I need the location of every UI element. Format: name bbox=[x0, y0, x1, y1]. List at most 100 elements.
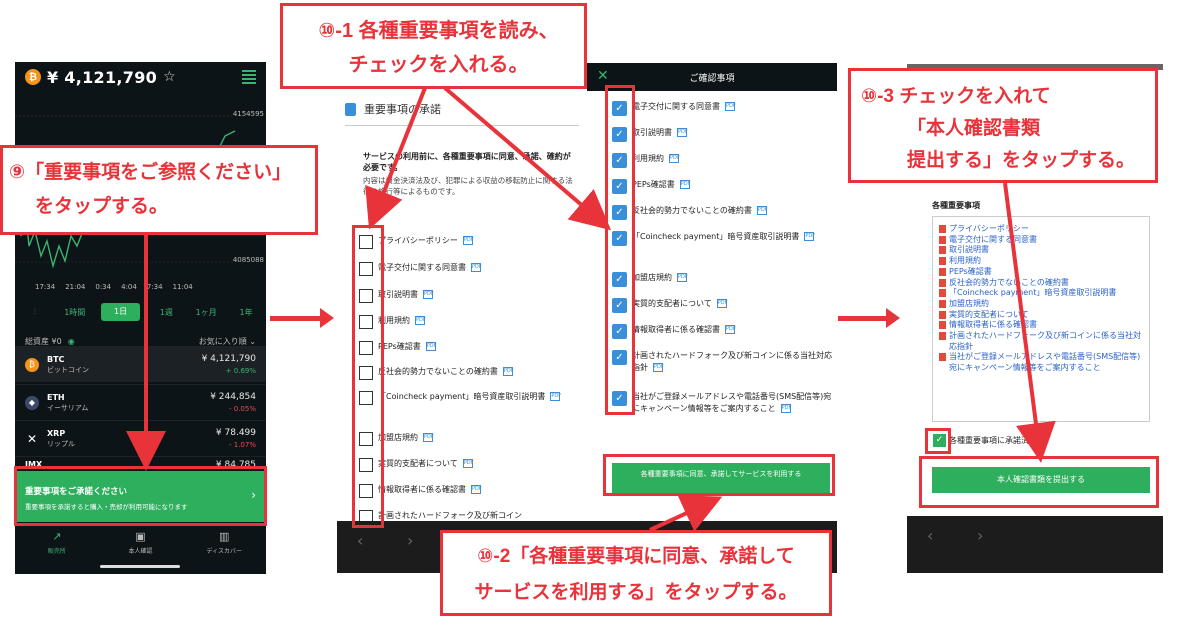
range-1h[interactable]: 1時間 bbox=[64, 307, 86, 317]
tab-exchange[interactable]: ↗販売所 bbox=[15, 524, 99, 574]
document-link[interactable]: 計画されたハードフォーク及び新コインに係る当社対応指針 bbox=[939, 331, 1143, 352]
sort-favorites[interactable]: お気に入り順 ⌄ bbox=[198, 336, 256, 346]
pdf-icon[interactable]: PDF bbox=[462, 459, 474, 468]
pdf-icon[interactable]: PDF bbox=[679, 180, 691, 189]
checked-checkbox[interactable]: ✓ bbox=[612, 179, 627, 194]
pdf-icon[interactable]: PDF bbox=[677, 273, 688, 282]
tab-identity[interactable]: ▣本人確認 bbox=[99, 524, 183, 574]
checked-checkbox[interactable]: ✓ bbox=[933, 434, 946, 447]
checked-checkbox[interactable]: ✓ bbox=[612, 101, 627, 116]
document-link[interactable]: プライバシーポリシー bbox=[939, 224, 1143, 235]
checked-checkbox[interactable]: ✓ bbox=[612, 298, 627, 313]
checkbox[interactable] bbox=[359, 366, 373, 380]
confirm-item[interactable]: ✓当社がご登録メールアドレスや電話番号(SMS配信等)宛にキャンペーン情報等をご… bbox=[612, 391, 832, 415]
pdf-icon[interactable]: PDF bbox=[471, 263, 482, 272]
checkbox[interactable] bbox=[359, 391, 373, 405]
important-matters-banner[interactable]: 重要事項をご承諾ください 重要事項を承諾すると購入・売却が利用可能になります › bbox=[15, 471, 266, 522]
pdf-icon[interactable]: PDF bbox=[415, 316, 426, 325]
document-link[interactable]: 電子交付に関する同意書 bbox=[939, 235, 1143, 246]
checked-checkbox[interactable]: ✓ bbox=[612, 350, 627, 365]
document-link[interactable]: 情報取得者に係る確認書 bbox=[939, 320, 1143, 331]
document-link[interactable]: 実質的支配者について bbox=[939, 310, 1143, 321]
pdf-icon[interactable]: PDF bbox=[725, 102, 736, 111]
back-icon[interactable]: ‹ bbox=[927, 526, 934, 545]
checked-checkbox[interactable]: ✓ bbox=[612, 153, 627, 168]
document-link[interactable]: 取引説明書 bbox=[939, 245, 1143, 256]
pdf-icon[interactable]: PDF bbox=[423, 433, 434, 442]
agree-and-use-button[interactable]: 各種重要事項に同意、承諾してサービスを利用する bbox=[612, 463, 830, 493]
range-1d[interactable]: 1日 bbox=[100, 303, 141, 321]
checkbox[interactable] bbox=[359, 484, 373, 498]
close-icon[interactable]: ✕ bbox=[597, 68, 609, 84]
checked-checkbox[interactable]: ✓ bbox=[612, 272, 627, 287]
document-link[interactable]: 利用規約 bbox=[939, 256, 1143, 267]
document-link[interactable]: PEPs確認書 bbox=[939, 267, 1143, 278]
agree-checkbox-row[interactable]: ✓ 各種重要事項に承諾済み bbox=[933, 434, 1037, 447]
checkbox[interactable] bbox=[359, 235, 373, 249]
forward-icon[interactable]: › bbox=[407, 531, 414, 550]
pdf-icon[interactable]: PDF bbox=[425, 342, 437, 351]
checkbox[interactable] bbox=[359, 289, 373, 303]
checked-checkbox[interactable]: ✓ bbox=[612, 231, 627, 246]
checkbox[interactable] bbox=[359, 432, 373, 446]
document-link[interactable]: 「Coincheck payment」暗号資産取引説明書 bbox=[939, 288, 1143, 299]
pdf-icon[interactable]: PDF bbox=[471, 485, 482, 494]
document-link[interactable]: 加盟店規約 bbox=[939, 299, 1143, 310]
pdf-icon[interactable]: PDF bbox=[804, 232, 816, 241]
checked-checkbox[interactable]: ✓ bbox=[612, 127, 627, 142]
tab-discover[interactable]: ▥ディスカバー bbox=[182, 524, 266, 574]
checkbox[interactable] bbox=[359, 315, 373, 329]
submit-id-documents-button[interactable]: 本人確認書類を提出する bbox=[932, 467, 1150, 493]
menu-icon[interactable] bbox=[242, 70, 256, 84]
pdf-icon[interactable]: PDF bbox=[502, 367, 514, 376]
document-link[interactable]: 当社がご登録メールアドレスや電話番号(SMS配信等)宛にキャンペーン情報等をご案… bbox=[939, 352, 1143, 373]
pdf-icon[interactable]: PDF bbox=[756, 206, 768, 215]
forward-icon[interactable]: › bbox=[977, 526, 984, 545]
document-link[interactable]: 反社会的勢力でないことの確約書 bbox=[939, 278, 1143, 289]
candle-icon[interactable]: ⫶ bbox=[33, 307, 36, 316]
pdf-icon[interactable]: PDF bbox=[725, 325, 736, 334]
range-1y[interactable]: 1年 bbox=[239, 307, 253, 317]
checked-checkbox[interactable]: ✓ bbox=[612, 391, 627, 406]
pdf-icon[interactable]: PDF bbox=[677, 128, 688, 137]
range-1w[interactable]: 1週 bbox=[159, 307, 173, 317]
pdf-icon[interactable]: PDF bbox=[780, 404, 792, 413]
pdf-icon[interactable]: PDF bbox=[423, 290, 434, 299]
checkbox[interactable] bbox=[359, 262, 373, 276]
checked-checkbox[interactable]: ✓ bbox=[612, 324, 627, 339]
checked-checkbox[interactable]: ✓ bbox=[612, 205, 627, 220]
pdf-icon[interactable]: PDF bbox=[716, 299, 728, 308]
eye-icon[interactable]: ◉ bbox=[67, 336, 75, 346]
favorite-star-icon[interactable]: ☆ bbox=[163, 69, 176, 85]
pdf-icon[interactable]: PDF bbox=[669, 154, 680, 163]
pdf-icon[interactable]: PDF bbox=[653, 363, 664, 372]
range-1m[interactable]: 1ヶ月 bbox=[195, 307, 217, 317]
pdf-icon[interactable]: PDF bbox=[550, 392, 562, 401]
pdf-icon[interactable]: PDF bbox=[462, 236, 474, 245]
checkbox[interactable] bbox=[359, 341, 373, 355]
checkbox[interactable] bbox=[359, 458, 373, 472]
